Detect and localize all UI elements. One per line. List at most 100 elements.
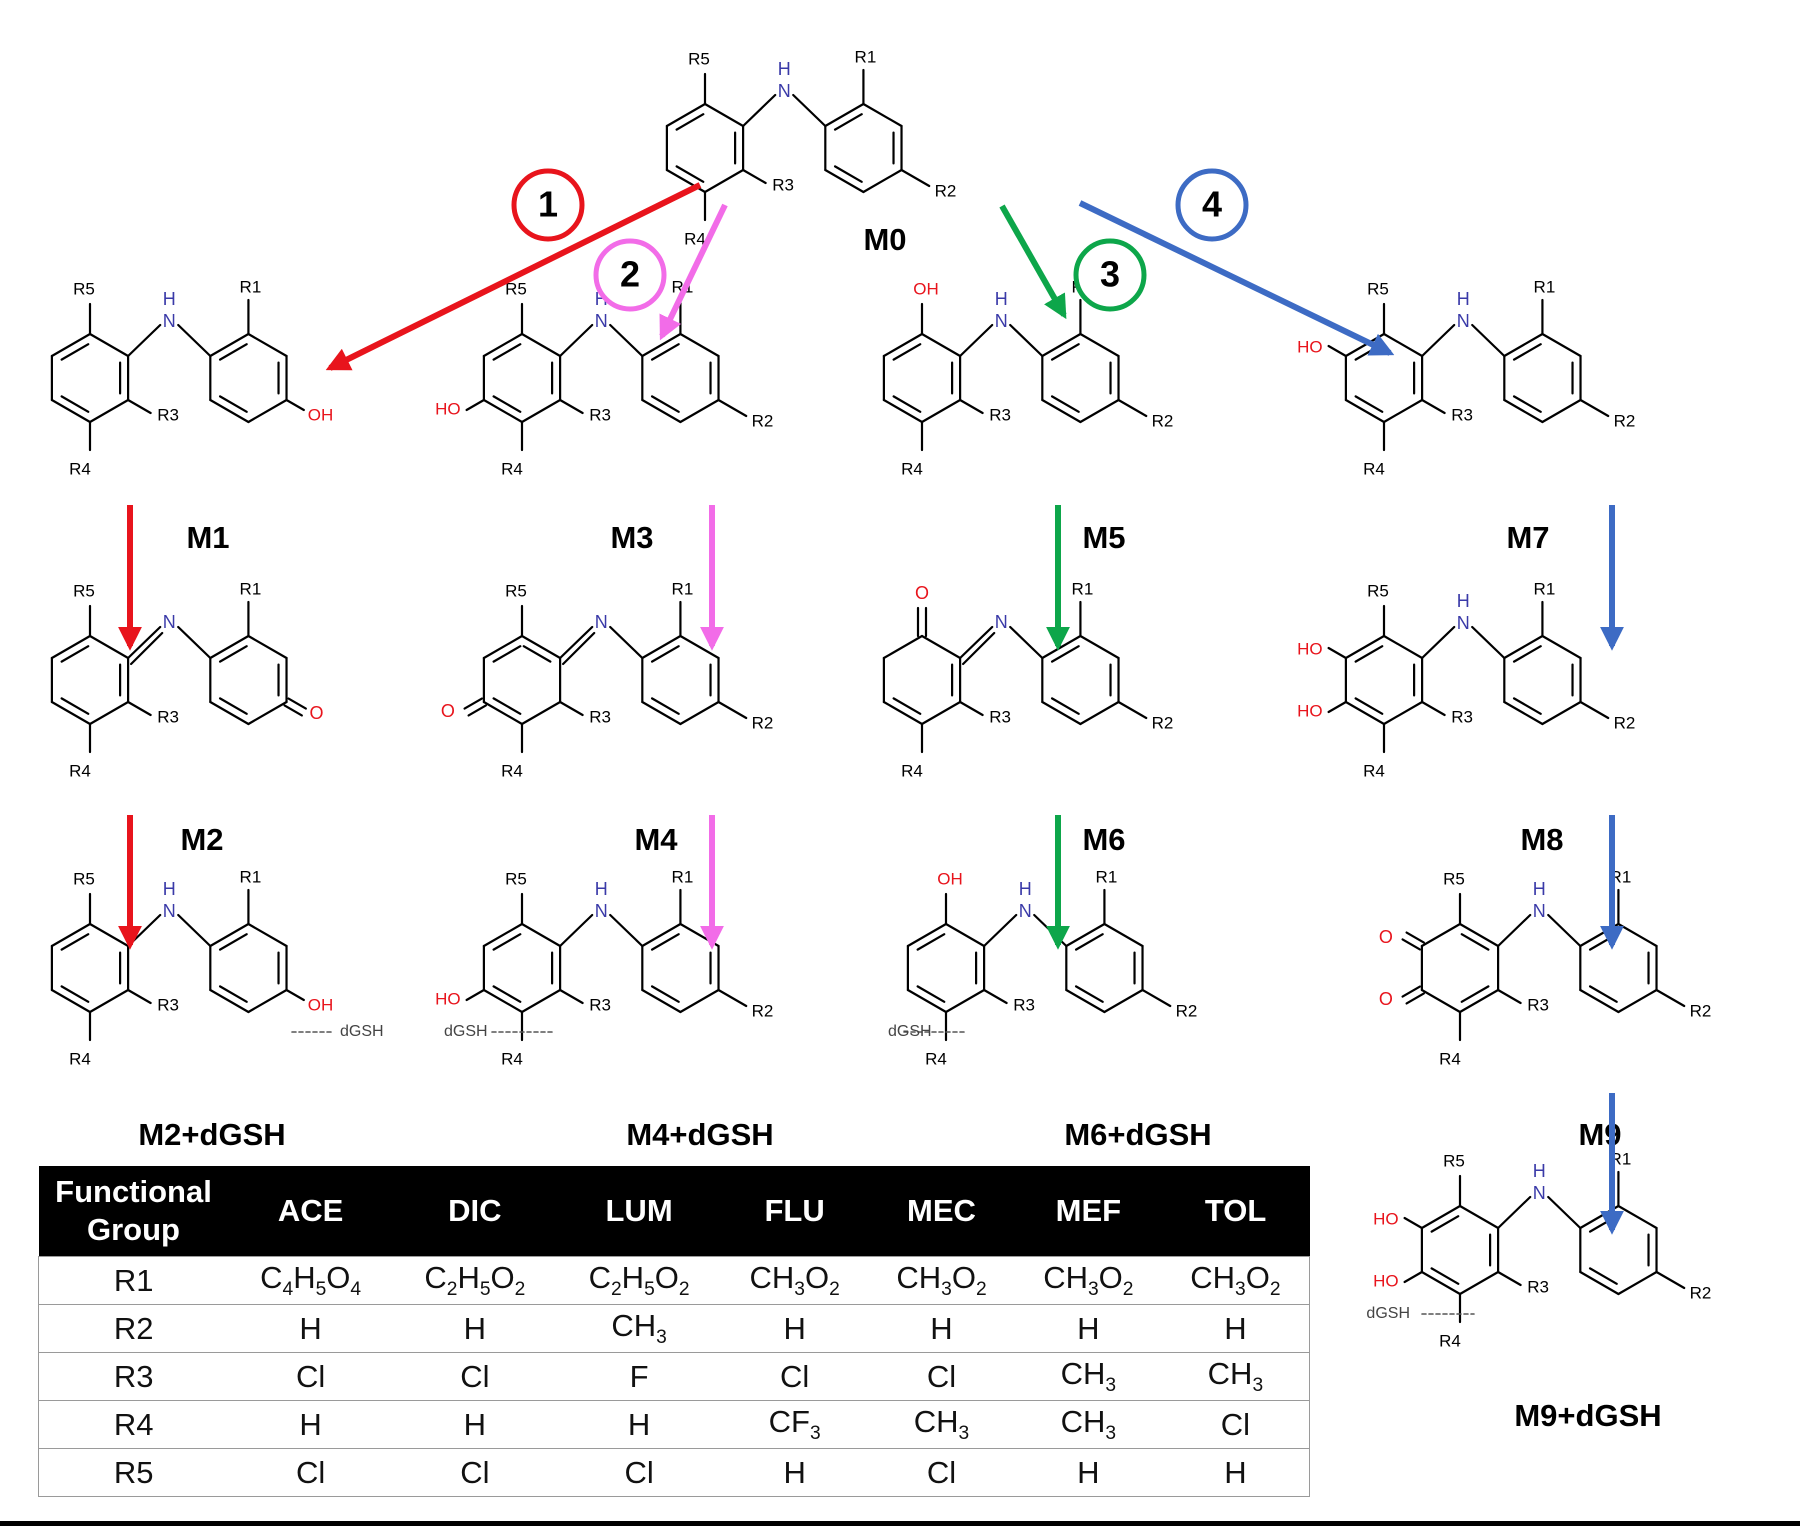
bond — [824, 168, 865, 194]
hydroxyl-label: HO — [1297, 701, 1323, 720]
bond — [463, 697, 483, 710]
table-cell: CH3 — [868, 1400, 1015, 1449]
table-cell: H — [392, 1304, 557, 1353]
table-header-cell: TOL — [1161, 1166, 1310, 1257]
bond — [1354, 395, 1384, 413]
bond — [520, 700, 562, 726]
bond — [1382, 634, 1424, 660]
bond — [650, 395, 680, 413]
bond — [882, 634, 924, 660]
table-cell: Cl — [228, 1352, 393, 1401]
pathway-4-arrow — [1078, 200, 1395, 356]
bond — [218, 645, 248, 663]
hydrogen-label: H — [1533, 879, 1546, 899]
pathway-3-arrow — [999, 204, 1067, 320]
bond — [959, 625, 994, 660]
r4-label: R4 — [69, 1049, 91, 1068]
bond — [559, 323, 594, 358]
bond — [1050, 645, 1080, 663]
bond — [1655, 988, 1686, 1008]
table-cell: H — [721, 1448, 869, 1497]
bond — [88, 700, 130, 726]
r3-label: R3 — [589, 405, 611, 424]
table-cell: H — [721, 1304, 869, 1353]
nitrogen-label: N — [1533, 901, 1546, 921]
bond — [1117, 700, 1148, 720]
bond — [247, 634, 288, 660]
r1-label: R1 — [855, 47, 877, 66]
table-cell: CH3O2 — [868, 1256, 1015, 1305]
pathway-number: 1 — [538, 184, 558, 225]
pathway-number: 4 — [1202, 184, 1222, 225]
oxygen-label: O — [310, 703, 324, 723]
bond — [1344, 398, 1386, 424]
bond — [920, 634, 962, 660]
bond — [60, 395, 90, 413]
r1-label: R1 — [1096, 867, 1118, 886]
bond — [88, 634, 130, 660]
bond — [247, 332, 288, 358]
bond — [50, 332, 92, 358]
r1-label: R1 — [1072, 579, 1094, 598]
bond — [50, 922, 92, 948]
r2-label: R2 — [1152, 411, 1174, 430]
bond — [1512, 697, 1542, 715]
bond — [559, 913, 594, 948]
bond — [679, 332, 720, 358]
r5-label: R5 — [1367, 581, 1389, 600]
nitrogen-label: N — [995, 311, 1008, 331]
table-cell: H — [1161, 1304, 1310, 1353]
hydrogen-label: H — [995, 289, 1008, 309]
bond — [862, 102, 903, 128]
bond — [88, 922, 130, 948]
bond — [1382, 398, 1424, 424]
bond — [1503, 700, 1544, 726]
table-cell: Cl — [392, 1352, 557, 1401]
bond — [641, 634, 682, 660]
bond — [650, 697, 680, 715]
bond — [467, 704, 487, 717]
r4-label: R4 — [684, 229, 706, 248]
bond — [665, 102, 707, 128]
bond — [650, 985, 680, 1003]
table-cell: CH3 — [1014, 1400, 1162, 1449]
bond — [920, 332, 962, 358]
table-cell: C2H5O2 — [556, 1256, 722, 1305]
bond — [1617, 988, 1658, 1014]
bond — [1588, 985, 1618, 1003]
bond — [944, 988, 986, 1014]
bond — [717, 398, 748, 418]
bond — [247, 988, 288, 1014]
nitrogen-label: N — [595, 901, 608, 921]
bond — [1471, 323, 1506, 358]
bond — [60, 343, 90, 361]
r2-label: R2 — [1614, 713, 1636, 732]
table-cell: H — [228, 1304, 393, 1353]
bond — [492, 645, 522, 663]
table-cell: H — [228, 1400, 393, 1449]
bond — [1141, 988, 1172, 1008]
bond — [1430, 1215, 1460, 1233]
pathway-1-arrow — [325, 182, 702, 371]
molecule-label: M1 — [186, 520, 229, 555]
bond — [1458, 1204, 1500, 1230]
bond — [177, 625, 212, 660]
bond — [492, 343, 522, 361]
bond — [177, 323, 212, 358]
bond — [1421, 323, 1456, 358]
dgsh-label: dGSH — [1366, 1305, 1410, 1322]
r4-label: R4 — [501, 459, 523, 478]
r1-label: R1 — [672, 579, 694, 598]
molecule-label: M2 — [180, 822, 223, 857]
row-header-cell: R3 — [38, 1352, 229, 1401]
bond — [1420, 988, 1462, 1014]
bond — [862, 168, 903, 194]
bond — [717, 700, 748, 720]
r5-label: R5 — [688, 49, 710, 68]
bond — [247, 700, 288, 726]
bond — [1050, 343, 1080, 361]
